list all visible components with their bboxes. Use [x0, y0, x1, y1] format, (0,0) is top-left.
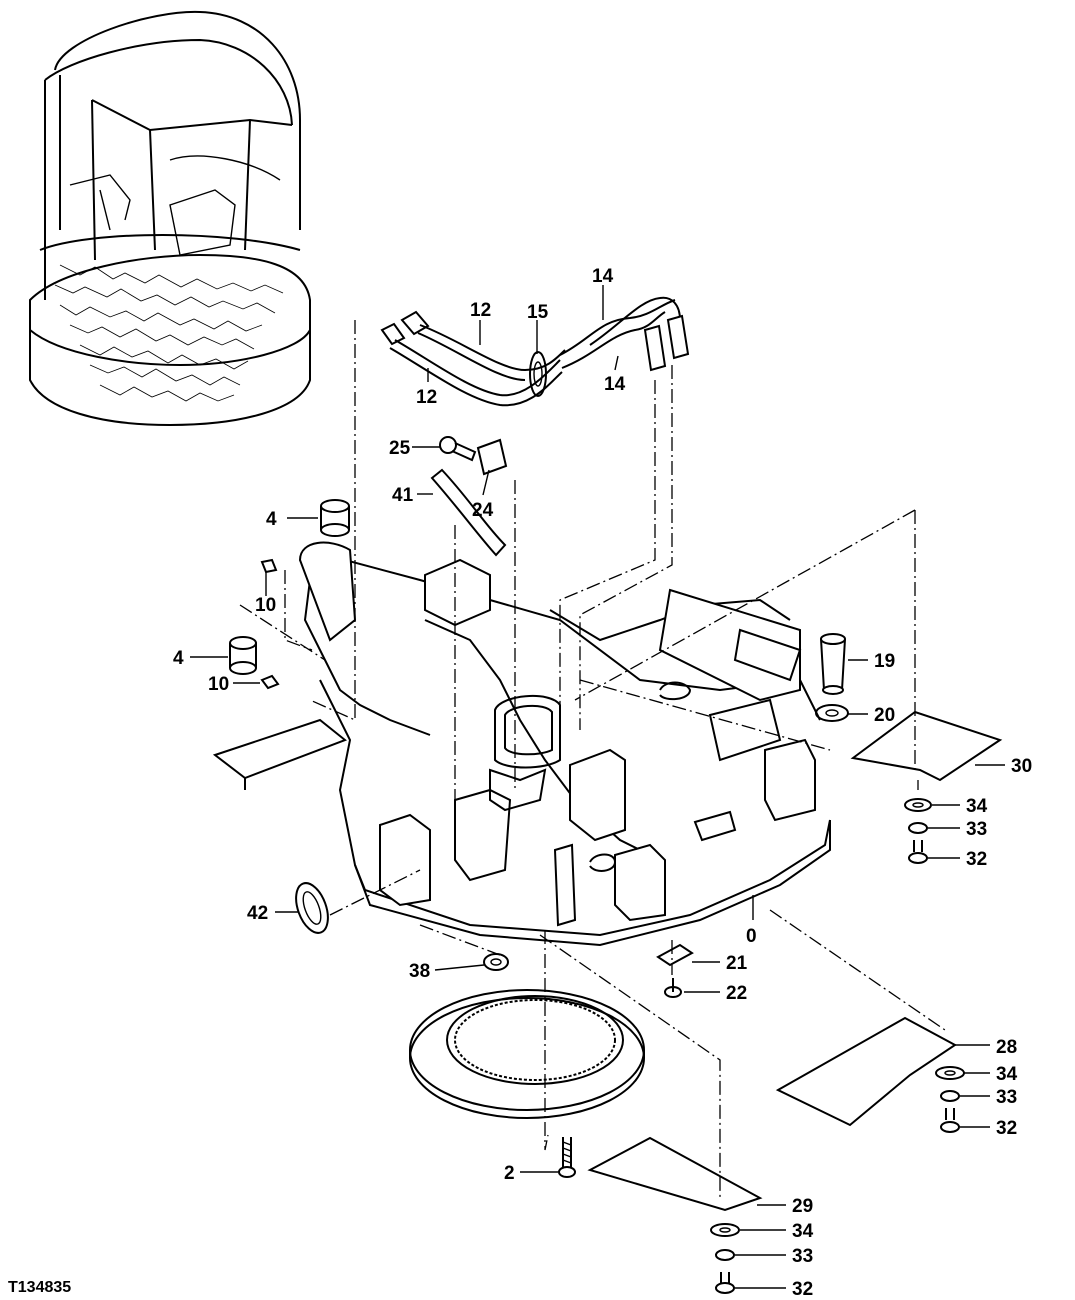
upper-frame	[212, 541, 831, 947]
hose-assembly	[380, 296, 690, 407]
hardware-set-c	[710, 1223, 740, 1294]
callout-34: 34	[792, 1221, 814, 1242]
hardware-set-b	[935, 1066, 965, 1133]
plate-30	[850, 710, 1003, 782]
callout-33: 33	[966, 819, 987, 840]
callout-12: 12	[470, 300, 491, 321]
washer-20	[815, 704, 849, 722]
cushion-4-upper	[320, 499, 350, 537]
strip-41	[430, 468, 507, 557]
assembly-lines	[239, 320, 946, 1200]
callout-14: 14	[592, 266, 614, 287]
fitting-10-upper	[260, 558, 278, 574]
callout-4: 4	[266, 509, 277, 530]
leader-lines	[190, 285, 1005, 1289]
callout-0: 0	[746, 926, 757, 947]
plate-21	[656, 943, 694, 967]
callout-28: 28	[996, 1037, 1017, 1058]
callout-10: 10	[208, 674, 229, 695]
callout-33: 33	[996, 1087, 1017, 1108]
bolt-25	[439, 436, 477, 462]
callout-15: 15	[527, 302, 549, 323]
callout-29: 29	[792, 1196, 813, 1217]
figure-id: T134835	[8, 1279, 71, 1296]
callout-32: 32	[996, 1118, 1017, 1139]
fitting-10-lower	[260, 674, 280, 690]
callout-labels: 12 12 15 14 14 25 41 24 4 10 4 10 19 20 …	[173, 266, 1032, 1300]
plug-38	[483, 953, 509, 971]
cushion-4-lower	[229, 636, 257, 675]
callout-34: 34	[966, 796, 988, 817]
callout-25: 25	[389, 438, 411, 459]
grommet-42	[295, 882, 329, 934]
callout-12: 12	[416, 387, 437, 408]
callout-21: 21	[726, 953, 748, 974]
callout-20: 20	[874, 705, 895, 726]
callout-4: 4	[173, 648, 184, 669]
callout-19: 19	[874, 651, 895, 672]
plate-28	[775, 1016, 957, 1127]
plate-29	[587, 1136, 763, 1212]
plate-24	[476, 438, 508, 476]
bolt-22	[664, 978, 682, 998]
callout-2: 2	[504, 1163, 515, 1184]
callout-42: 42	[247, 903, 268, 924]
callout-22: 22	[726, 983, 747, 1004]
callout-30: 30	[1011, 756, 1032, 777]
machine-overview-illustration	[29, 10, 311, 427]
callout-10: 10	[255, 595, 276, 616]
callout-24: 24	[472, 500, 494, 521]
bolt-2	[558, 1137, 576, 1178]
callout-14: 14	[604, 374, 626, 395]
hardware-set-a	[904, 798, 932, 864]
callout-32: 32	[792, 1279, 813, 1300]
callout-41: 41	[392, 485, 414, 506]
callout-34: 34	[996, 1064, 1018, 1085]
callout-32: 32	[966, 849, 987, 870]
pin-19	[820, 633, 846, 695]
callout-38: 38	[409, 961, 430, 982]
swing-bearing	[409, 989, 645, 1119]
callout-33: 33	[792, 1246, 813, 1267]
